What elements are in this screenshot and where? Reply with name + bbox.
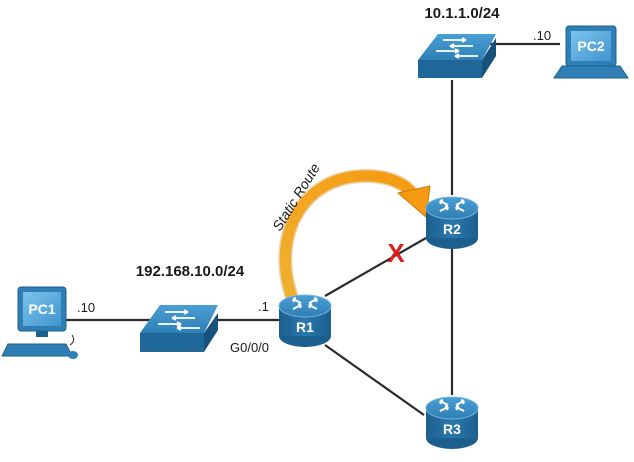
arrow-head: [396, 185, 431, 218]
pc1-keyboard: [1, 343, 73, 357]
failed-link-mark: X: [387, 238, 405, 268]
r1-label: R1: [296, 319, 314, 335]
switch-lan1: [140, 305, 218, 352]
switch-lan1-front: [204, 313, 218, 352]
pc1-screen: [23, 292, 61, 326]
pc2-host-address: .10: [533, 28, 551, 43]
pc1-label: PC1: [28, 301, 55, 317]
pc2-base: [553, 65, 629, 79]
link-r1-r2: [324, 237, 427, 297]
links: [66, 42, 560, 416]
r1-host-address: .1: [258, 299, 269, 314]
switch-lan1-side: [140, 333, 204, 352]
lan2-network-label: 10.1.1.0/24: [424, 5, 500, 22]
pc1-stand: [36, 331, 48, 337]
r1-interface-label: G0/0/0: [230, 340, 269, 355]
router-r3: R3: [425, 396, 479, 449]
pc2: PC2: [553, 25, 629, 79]
r2-label: R2: [443, 221, 461, 237]
pc2-label: PC2: [577, 38, 604, 54]
lan1-network-label: 192.168.10.0/24: [136, 263, 245, 280]
pc1: PC1: [1, 286, 78, 359]
switch-lan2-side: [418, 60, 482, 78]
switch-lan2: [418, 34, 496, 78]
r3-label: R3: [443, 421, 461, 437]
switch-lan2-top: [418, 34, 496, 60]
router-r2: R2: [425, 196, 479, 249]
pc1-mouse: [68, 351, 78, 359]
static-route-arrow: [278, 168, 431, 307]
pc2-screen: [571, 31, 611, 61]
router-r1: R1: [278, 294, 332, 347]
switch-lan2-front: [482, 38, 496, 78]
link-r1-r3: [324, 344, 425, 416]
switch-lan1-top: [140, 305, 218, 333]
pc1-host-address: .10: [77, 300, 95, 315]
